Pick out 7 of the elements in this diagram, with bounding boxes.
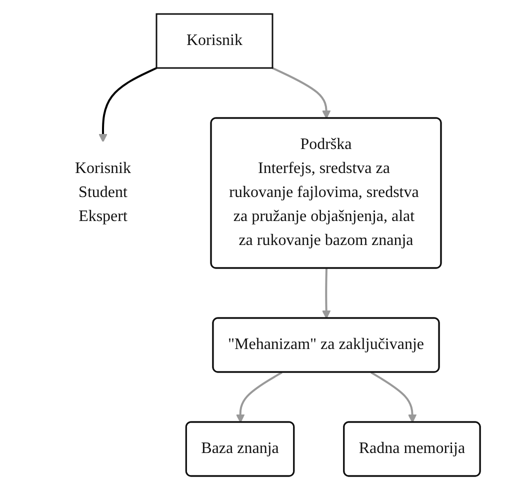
arrow [322, 268, 332, 318]
arrow [272, 66, 332, 118]
arrow [371, 371, 418, 422]
node-box: Korisnik [156, 12, 274, 68]
arrow [99, 66, 158, 142]
node-text: Korisnik Student Ekspert [75, 159, 132, 224]
arrow [236, 371, 283, 422]
